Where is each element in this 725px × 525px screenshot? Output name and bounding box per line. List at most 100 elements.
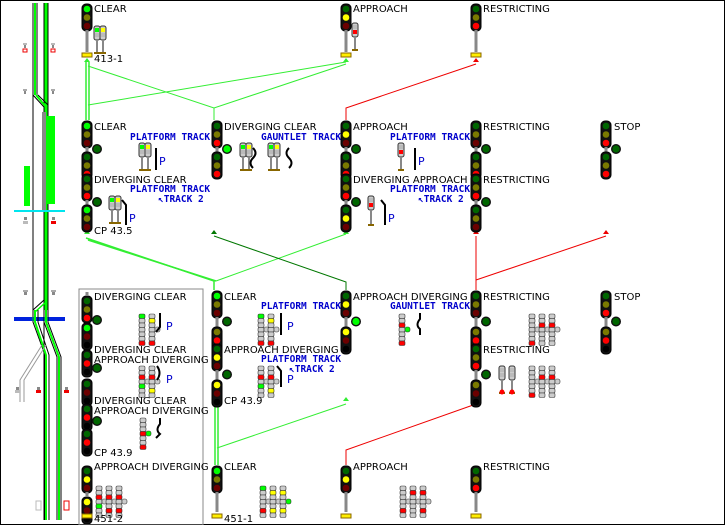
signal-head bbox=[81, 496, 93, 525]
cab-indicator-cell bbox=[148, 313, 156, 319]
track-label: GAUNTLET TRACK bbox=[390, 301, 470, 312]
route-arrow bbox=[211, 230, 217, 234]
cab-indicator-cell bbox=[138, 392, 146, 398]
cab-indicator-cell bbox=[399, 503, 407, 509]
cab-indicator-cell bbox=[419, 499, 427, 505]
signal-lamp bbox=[342, 139, 350, 147]
signal-head bbox=[81, 295, 93, 324]
cab-indicator-cell bbox=[528, 340, 536, 346]
signal-lamp bbox=[342, 131, 350, 138]
cab-indicator-cell bbox=[409, 499, 417, 505]
cab-indicator-cell bbox=[409, 485, 417, 491]
dwarf-lamp bbox=[399, 145, 403, 149]
cab-indicator-cell bbox=[269, 494, 277, 500]
cab-indicator-cell bbox=[148, 392, 156, 398]
marker-lamp-light bbox=[352, 317, 360, 326]
cab-indicator-cell bbox=[398, 322, 406, 328]
signal-lamp bbox=[342, 122, 350, 130]
cab-indicator-cell bbox=[399, 485, 407, 491]
cab-indicator-cell bbox=[95, 499, 103, 505]
signal-head bbox=[211, 151, 223, 180]
cab-indicator-cell bbox=[267, 388, 275, 394]
cab-indicator-cell bbox=[409, 508, 417, 514]
signal-lamp bbox=[213, 398, 221, 406]
signal-lamp bbox=[83, 215, 91, 222]
dwarf-lamp bbox=[110, 203, 114, 207]
cab-indicator-cell bbox=[269, 503, 277, 509]
cab-indicator-cell bbox=[419, 490, 427, 496]
cab-side-cell bbox=[554, 378, 561, 385]
aspect-label: RESTRICTING bbox=[483, 345, 550, 356]
marker-lamp-light bbox=[482, 370, 490, 379]
cab-indicator-cell bbox=[139, 444, 147, 450]
cab-indicator-cell bbox=[538, 365, 546, 371]
cab-indicator-cell bbox=[105, 499, 113, 505]
signal-head bbox=[600, 290, 612, 319]
signal-lamp bbox=[83, 439, 91, 446]
cab-indicator-cell bbox=[138, 327, 146, 333]
signal-head bbox=[470, 151, 482, 180]
marker-lamp bbox=[222, 316, 232, 327]
signal-lamp bbox=[342, 301, 350, 308]
diverging-track-symbol bbox=[155, 418, 162, 439]
dwarf-lamp bbox=[499, 389, 505, 395]
cab-indicator-cell bbox=[95, 503, 103, 509]
cab-indicator-cell bbox=[399, 508, 407, 514]
cab-indicator-cell bbox=[138, 365, 146, 371]
track-label: ↖TRACK 2 bbox=[289, 364, 335, 375]
cab-indicator-cell bbox=[148, 383, 156, 389]
signal-base bbox=[81, 52, 93, 58]
signal-lamp bbox=[83, 447, 91, 455]
dwarf-lamp bbox=[101, 33, 105, 37]
signal-lamp bbox=[602, 337, 610, 344]
marker-lamp bbox=[611, 316, 621, 327]
dwarf-lamp bbox=[510, 373, 514, 377]
gauntlet-track-symbol bbox=[416, 313, 421, 335]
cab-indicator-cell bbox=[548, 327, 556, 333]
plate-p: P bbox=[287, 373, 294, 386]
signal-mast bbox=[474, 370, 478, 381]
cab-indicator-cell bbox=[259, 485, 267, 491]
signal-lamp bbox=[472, 484, 480, 492]
cab-indicator-cell bbox=[399, 490, 407, 496]
signal-lamp bbox=[602, 292, 610, 300]
cab-indicator-cell bbox=[105, 494, 113, 500]
signal-lamp bbox=[472, 381, 480, 389]
cab-indicator-cell bbox=[257, 340, 265, 346]
signal-lamp bbox=[213, 390, 221, 397]
cab-indicator-cell bbox=[95, 508, 103, 514]
cab-indicator-cell bbox=[267, 379, 275, 385]
aspect-label: STOP bbox=[614, 292, 640, 303]
cab-indicator-cell bbox=[538, 318, 546, 324]
cab-indicator-cell bbox=[139, 435, 147, 441]
cab-indicator-cell bbox=[138, 379, 146, 385]
cab-indicator-cell bbox=[279, 499, 287, 505]
signal-lamp bbox=[213, 139, 221, 147]
dwarf-mast bbox=[354, 37, 356, 49]
route-line bbox=[345, 63, 477, 120]
signal-head bbox=[470, 290, 482, 319]
cab-indicator-cell bbox=[267, 392, 275, 398]
signal-mast bbox=[474, 147, 478, 153]
dwarf-mast bbox=[141, 157, 143, 169]
cab-indicator-cell bbox=[115, 512, 123, 518]
dwarf-lamp bbox=[275, 150, 279, 154]
cab-indicator-cell bbox=[267, 374, 275, 380]
dwarf-lamp bbox=[241, 150, 245, 154]
signal-lamp bbox=[83, 314, 91, 322]
signal-base bbox=[340, 513, 352, 519]
cab-indicator-cell bbox=[279, 494, 287, 500]
signal-lamp bbox=[83, 405, 91, 413]
cab-indicator-cell bbox=[548, 318, 556, 324]
marker-lamp bbox=[92, 197, 102, 207]
signal-lamp bbox=[213, 309, 221, 317]
signal-lamp bbox=[342, 309, 350, 317]
signal-mast bbox=[215, 370, 219, 381]
platform-bar bbox=[414, 148, 416, 170]
cab-indicator-cell bbox=[259, 499, 267, 505]
cab-indicator-cell bbox=[528, 365, 536, 371]
signal-lamp bbox=[83, 324, 91, 332]
signal-lamp bbox=[213, 153, 221, 161]
cab-indicator-cell bbox=[419, 485, 427, 491]
location-label: CP 43.9 bbox=[224, 396, 262, 407]
